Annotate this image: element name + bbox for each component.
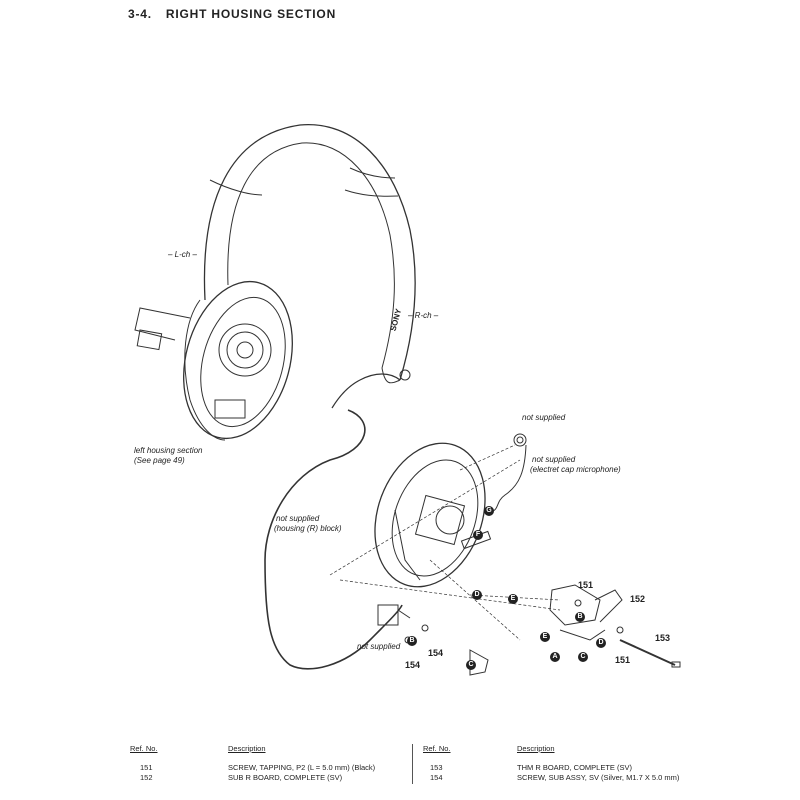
mic-label-1: not supplied xyxy=(532,455,576,464)
section-number: 3-4. xyxy=(128,7,152,21)
marker-e-2: E xyxy=(540,632,550,642)
ref-151-top: 151 xyxy=(578,580,594,590)
marker-c: C xyxy=(578,652,588,662)
ref-152: 152 xyxy=(630,594,646,604)
marker-b: B xyxy=(575,612,585,622)
marker-d-2: D xyxy=(596,638,606,648)
col-header-desc-right: Description xyxy=(517,744,555,753)
part-ref: 151 xyxy=(140,763,153,772)
marker-c-2: C xyxy=(466,660,476,670)
marker-b-2: B xyxy=(407,636,417,646)
headband xyxy=(203,124,416,409)
col-header-ref-right: Ref. No. xyxy=(423,744,451,753)
rch-label: – R-ch – xyxy=(408,311,439,320)
part-ref: 153 xyxy=(430,763,443,772)
part-desc: SUB R BOARD, COMPLETE (SV) xyxy=(228,773,343,782)
not-supplied-top-label: not supplied xyxy=(522,413,566,422)
left-housing xyxy=(134,280,293,441)
ref-153: 153 xyxy=(655,633,671,643)
section-name: RIGHT HOUSING SECTION xyxy=(165,7,337,21)
marker-f: F xyxy=(473,530,483,540)
ref-151-bottom: 151 xyxy=(615,655,631,665)
housing-label-2: (housing (R) block) xyxy=(274,524,342,533)
marker-e: E xyxy=(508,594,518,604)
cable xyxy=(264,409,403,670)
ref-154-left: 154 xyxy=(405,660,421,670)
marker-a: A xyxy=(550,652,560,662)
microphone xyxy=(489,433,527,513)
ref-154-right: 154 xyxy=(428,648,444,658)
exploded-view-diagram xyxy=(134,124,681,676)
section-title: 3-4. RIGHT HOUSING SECTION xyxy=(128,7,336,21)
mic-label-2: (electret cap microphone) xyxy=(530,465,621,474)
part-desc: SCREW, TAPPING, P2 (L = 5.0 mm) (Black) xyxy=(228,763,376,772)
lch-label: – L-ch – xyxy=(168,250,197,259)
part-desc: SCREW, SUB ASSY, SV (Silver, M1.7 X 5.0 … xyxy=(517,773,680,782)
part-desc: THM R BOARD, COMPLETE (SV) xyxy=(517,763,633,772)
right-housing xyxy=(374,442,492,588)
col-header-ref-left: Ref. No. xyxy=(130,744,158,753)
leader-lines xyxy=(329,444,561,641)
left-housing-label-2: (See page 49) xyxy=(134,456,185,465)
part-ref: 152 xyxy=(140,773,153,782)
marker-d: D xyxy=(472,590,482,600)
left-housing-label-1: left housing section xyxy=(134,446,203,455)
marker-g: G xyxy=(484,506,494,516)
table-divider xyxy=(412,744,413,784)
sub-board xyxy=(549,584,624,641)
thm-board xyxy=(619,639,681,668)
housing-label-1: not supplied xyxy=(276,514,320,523)
part-ref: 154 xyxy=(430,773,443,782)
col-header-desc-left: Description xyxy=(228,744,266,753)
not-supplied-bottom-label: not supplied xyxy=(357,642,401,651)
